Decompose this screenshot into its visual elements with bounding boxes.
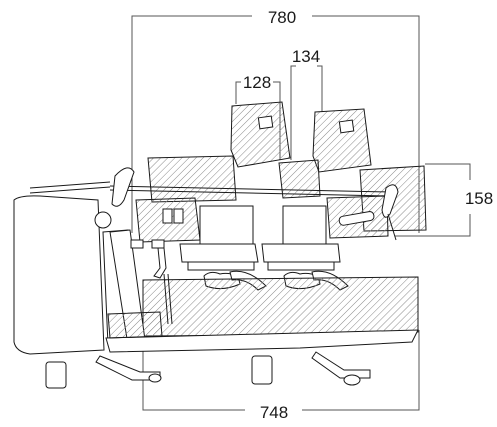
- dimension-label-screen-height: 158: [465, 189, 493, 208]
- group-head-left: [179, 205, 259, 271]
- feet: [45, 351, 371, 389]
- drip-tray: [142, 276, 419, 337]
- dimension-label-screen-width: 128: [243, 73, 271, 92]
- upper-left-screen: [230, 101, 291, 168]
- dimension-label-screen-spacing: 134: [292, 47, 320, 66]
- foot-center: [251, 355, 273, 385]
- dimension-overall-width: [131, 15, 420, 233]
- display-screens: [135, 101, 427, 243]
- steam-wand-left: [94, 167, 173, 325]
- cabinet-body: [13, 195, 419, 355]
- foot-left: [45, 361, 67, 389]
- dimension-screen-height: [395, 163, 471, 237]
- lower-left-screen: [147, 155, 237, 203]
- steam-wand-right: [381, 184, 399, 241]
- dimension-label-overall-width: 780: [268, 8, 296, 27]
- dimension-label-base-width: 748: [260, 403, 288, 422]
- group-head-right: [261, 205, 341, 271]
- dimension-screen-spacing: [290, 65, 323, 160]
- upper-right-screen: [312, 108, 372, 173]
- middle-screen: [278, 159, 321, 199]
- top-rail: [29, 181, 391, 197]
